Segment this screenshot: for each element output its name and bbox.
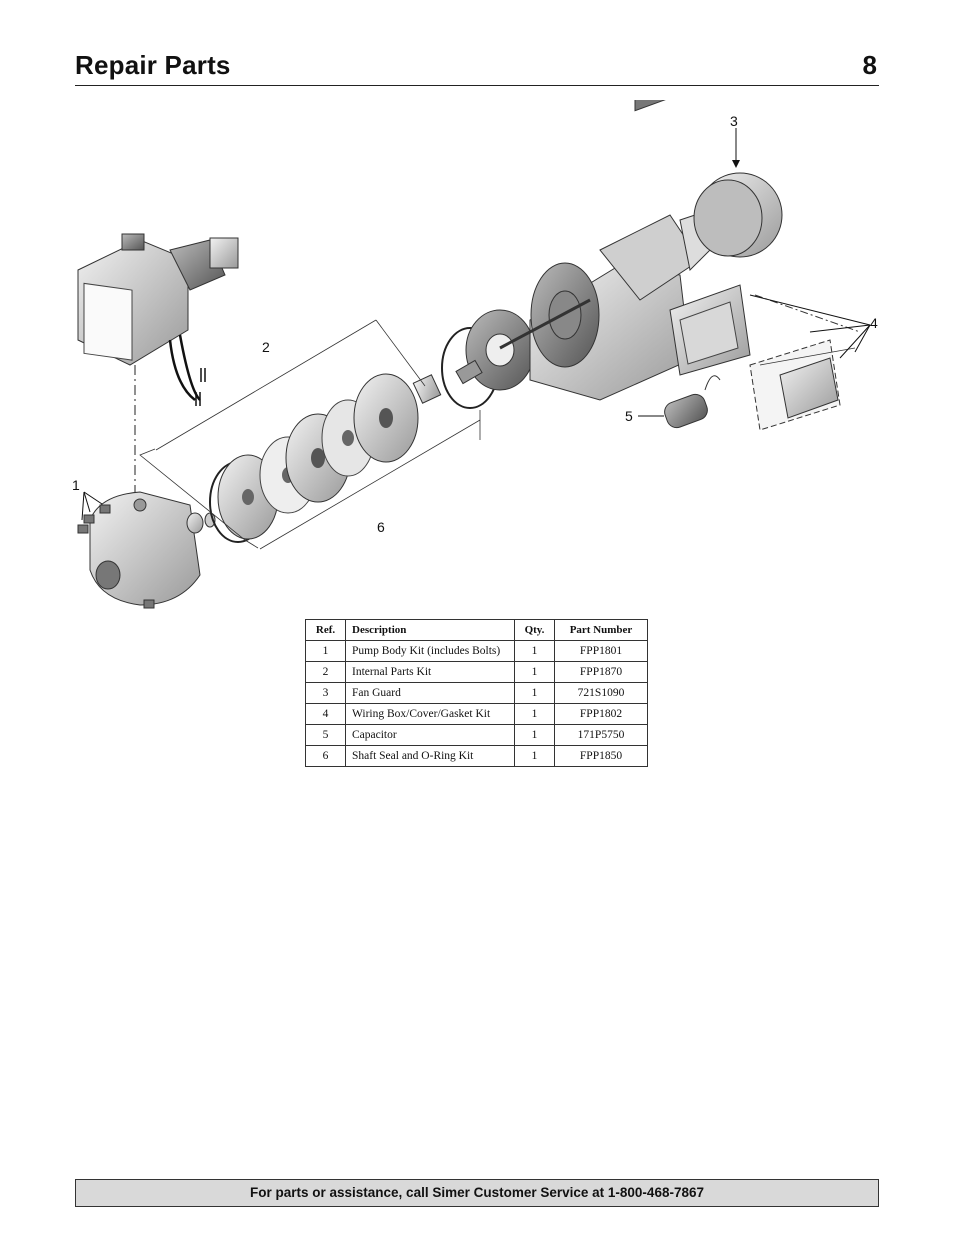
cell-ref: 3	[305, 682, 346, 704]
motor	[499, 100, 721, 401]
cell-description: Fan Guard	[345, 682, 515, 704]
pressure-controller	[77, 233, 239, 495]
parts-illustration: 1 2 3 4 5 6	[72, 100, 878, 609]
capacitor	[638, 375, 721, 429]
cell-ref: 5	[305, 724, 346, 746]
cell-qty: 1	[514, 640, 555, 662]
pump-body	[77, 491, 201, 609]
wiring-box	[669, 284, 871, 431]
shaft-seal	[441, 309, 535, 440]
column-header-description: Description	[345, 619, 515, 641]
cell-description: Internal Parts Kit	[345, 661, 515, 683]
callout-6: 6	[377, 519, 385, 535]
callout-3: 3	[730, 113, 738, 129]
table-row: 6 Shaft Seal and O-Ring Kit 1 FPP1850	[305, 745, 648, 767]
parts-table: Ref. Description Qty. Part Number 1 Pump…	[305, 619, 648, 767]
cell-qty: 1	[514, 703, 555, 725]
column-header-ref: Ref.	[305, 619, 346, 641]
cell-part-number: 171P5750	[554, 724, 648, 746]
callout-5: 5	[625, 408, 633, 424]
table-row: 3 Fan Guard 1 721S1090	[305, 682, 648, 704]
cell-description: Pump Body Kit (includes Bolts)	[345, 640, 515, 662]
table-row: 2 Internal Parts Kit 1 FPP1870	[305, 661, 648, 683]
exploded-parts-diagram: 1 2 3 4 5 6	[60, 100, 900, 620]
callout-2: 2	[262, 339, 270, 355]
cell-qty: 1	[514, 661, 555, 683]
cell-part-number: 721S1090	[554, 682, 648, 704]
cell-part-number: FPP1870	[554, 661, 648, 683]
cell-description: Capacitor	[345, 724, 515, 746]
cell-ref: 4	[305, 703, 346, 725]
cell-qty: 1	[514, 724, 555, 746]
fan-guard	[693, 128, 783, 258]
cell-ref: 6	[305, 745, 346, 767]
cell-part-number: FPP1802	[554, 703, 648, 725]
column-header-qty: Qty.	[514, 619, 555, 641]
page-header: Repair Parts 8	[75, 48, 879, 86]
column-header-part-number: Part Number	[554, 619, 648, 641]
customer-service-footer: For parts or assistance, call Simer Cust…	[75, 1179, 879, 1207]
cell-part-number: FPP1850	[554, 745, 648, 767]
internal-stages	[139, 319, 481, 550]
cell-ref: 2	[305, 661, 346, 683]
callout-1: 1	[72, 477, 80, 493]
page-number: 8	[862, 50, 877, 80]
table-row: 4 Wiring Box/Cover/Gasket Kit 1 FPP1802	[305, 703, 648, 725]
cell-description: Wiring Box/Cover/Gasket Kit	[345, 703, 515, 725]
cell-description: Shaft Seal and O-Ring Kit	[345, 745, 515, 767]
cell-ref: 1	[305, 640, 346, 662]
table-header-row: Ref. Description Qty. Part Number	[305, 619, 648, 641]
callout-4: 4	[870, 315, 878, 331]
table-row: 5 Capacitor 1 171P5750	[305, 724, 648, 746]
cell-qty: 1	[514, 745, 555, 767]
page-title: Repair Parts	[75, 50, 231, 80]
cell-qty: 1	[514, 682, 555, 704]
cell-part-number: FPP1801	[554, 640, 648, 662]
table-row: 1 Pump Body Kit (includes Bolts) 1 FPP18…	[305, 640, 648, 662]
